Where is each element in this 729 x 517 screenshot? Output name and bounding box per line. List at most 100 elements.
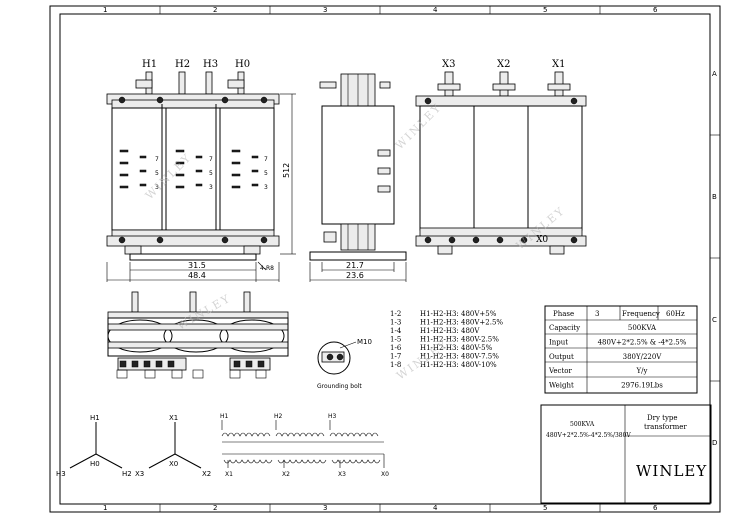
spec-label: Vector xyxy=(548,367,573,375)
tap-setting: H1-H2-H3: 480V-2.5% xyxy=(420,336,499,344)
spec-value: Y/y xyxy=(636,367,648,375)
col-label: 6 xyxy=(653,6,658,14)
row-label: B xyxy=(712,193,717,201)
tap-position: 1-7 xyxy=(390,353,401,361)
winding-bottom-label: X0 xyxy=(381,471,389,478)
watermark: WINLEY xyxy=(143,151,195,203)
row-label: D xyxy=(712,439,717,447)
grounding-part: M10 xyxy=(357,338,372,346)
phasor-label: H2 xyxy=(122,470,132,478)
phasor-label: X0 xyxy=(169,460,178,468)
outer-width-dimension: 48.4 xyxy=(188,271,206,280)
spec-frequency-value: 60Hz xyxy=(666,310,685,318)
rear-view: X3 X2 X1 X0 xyxy=(415,59,587,255)
tap-number: 7 xyxy=(155,156,159,163)
inner-depth-dimension: 21.7 xyxy=(346,261,364,270)
front-view: H1 H2 H3 H0 xyxy=(106,59,296,282)
vector-diagram-secondary: X1 X0 X3 X2 xyxy=(135,414,211,478)
col-label: 3 xyxy=(323,6,327,14)
tap-setting: H1-H2-H3: 480V-7.5% xyxy=(420,353,499,361)
tap-setting: H1-H2-H3: 480V+5% xyxy=(420,310,497,318)
tap-number: 3 xyxy=(264,184,268,191)
vector-diagram-primary: H1 H0 H3 H2 xyxy=(56,414,132,478)
phasor-label: H3 xyxy=(56,470,66,478)
col-label: 1 xyxy=(103,6,107,14)
primary-coil xyxy=(221,432,271,437)
tap-number: 5 xyxy=(155,170,159,177)
tap-setting: H1-H2-H3: 480V+2.5% xyxy=(420,319,503,327)
height-dimension: 512 xyxy=(282,163,291,178)
spec-value: 480V+2*2.5% & -4*2.5% xyxy=(598,338,687,346)
tap-setting: H1-H2-H3: 480V-5% xyxy=(420,344,493,352)
col-label: 3 xyxy=(323,504,327,512)
spec-value: 2976.19Lbs xyxy=(621,382,663,390)
spec-phase-label: Phase xyxy=(553,310,574,318)
winding-top-label: H3 xyxy=(328,413,337,420)
product-line-1: Dry type xyxy=(647,414,678,422)
col-label: 1 xyxy=(103,504,107,512)
row-label: A xyxy=(712,70,717,78)
tap-block-b: 7 5 3 xyxy=(175,149,213,191)
tap-table: 1-2 H1-H2-H3: 480V+5% 1-3 H1-H2-H3: 480V+2.… xyxy=(390,310,503,369)
winding-diagram: H1 H2 H3 X1 X2 X3 X0 xyxy=(220,413,389,478)
tap-position: 1-3 xyxy=(390,319,401,327)
primary-coil xyxy=(329,432,379,437)
winding-bottom-label: X2 xyxy=(282,471,290,478)
phasor-label: X1 xyxy=(169,414,178,422)
neutral-label-x0: X0 xyxy=(536,235,548,245)
spec-value: 500KVA xyxy=(628,324,657,332)
tap-number: 3 xyxy=(209,184,213,191)
col-label: 6 xyxy=(653,504,658,512)
tap-number: 7 xyxy=(209,156,213,163)
phasor-label: H0 xyxy=(90,460,100,468)
spec-frequency-label: Frequency xyxy=(622,310,660,318)
spec-label: Input xyxy=(549,338,568,346)
col-label: 4 xyxy=(433,6,438,14)
col-label: 5 xyxy=(543,504,547,512)
product-line-2: transformer xyxy=(644,423,687,431)
rating-text: 500KVA xyxy=(570,421,595,428)
brand-logo-text: WINLEY xyxy=(636,462,707,480)
winding-top-label: H2 xyxy=(274,413,283,420)
sheet-border: 1 2 3 4 5 6 1 2 3 4 5 6 A B C D xyxy=(49,5,721,513)
tap-number: 3 xyxy=(155,184,159,191)
spec-phase-value: 3 xyxy=(595,310,599,318)
tap-block-c: 7 5 3 xyxy=(231,149,268,191)
tap-setting: H1-H2-H3: 480V xyxy=(420,327,480,335)
secondary-coil xyxy=(331,459,381,464)
tap-position: 1-6 xyxy=(390,344,402,352)
terminal-label-x3: X3 xyxy=(442,59,455,70)
winding-top-label: H1 xyxy=(220,413,229,420)
secondary-coil xyxy=(223,459,273,464)
side-view: 21.7 23.6 xyxy=(309,73,407,282)
title-block: 500KVA 480V+2*2.5%-4*2.5%/380V Dry type … xyxy=(540,404,712,504)
phasor-label: X2 xyxy=(202,470,211,478)
terminal-label-h1: H1 xyxy=(142,59,157,70)
spec-label: Output xyxy=(549,353,574,361)
top-view xyxy=(107,291,289,379)
voltage-text: 480V+2*2.5%-4*2.5%/380V xyxy=(546,432,631,439)
tap-position: 1-2 xyxy=(390,310,401,318)
winding-bottom-label: X3 xyxy=(338,471,346,478)
col-label: 4 xyxy=(433,504,438,512)
spec-value: 380Y/220V xyxy=(623,353,663,361)
col-label: 5 xyxy=(543,6,547,14)
primary-coil xyxy=(275,432,325,437)
winding-bottom-label: X1 xyxy=(225,471,233,478)
phasor-label: X3 xyxy=(135,470,144,478)
detail-label: 4-R8 xyxy=(260,265,274,272)
terminal-label-h2: H2 xyxy=(175,59,190,70)
col-label: 2 xyxy=(213,504,217,512)
watermark: WINLEY xyxy=(393,101,445,153)
terminal-label-x2: X2 xyxy=(497,59,510,70)
grounding-detail: M10 Grounding bolt xyxy=(317,338,372,390)
tap-number: 7 xyxy=(264,156,268,163)
spec-label: Weight xyxy=(549,382,574,390)
tap-number: 5 xyxy=(264,170,268,177)
col-label: 2 xyxy=(213,6,217,14)
row-label: C xyxy=(712,316,717,324)
secondary-coil xyxy=(277,459,327,464)
outer-depth-dimension: 23.6 xyxy=(346,271,364,280)
